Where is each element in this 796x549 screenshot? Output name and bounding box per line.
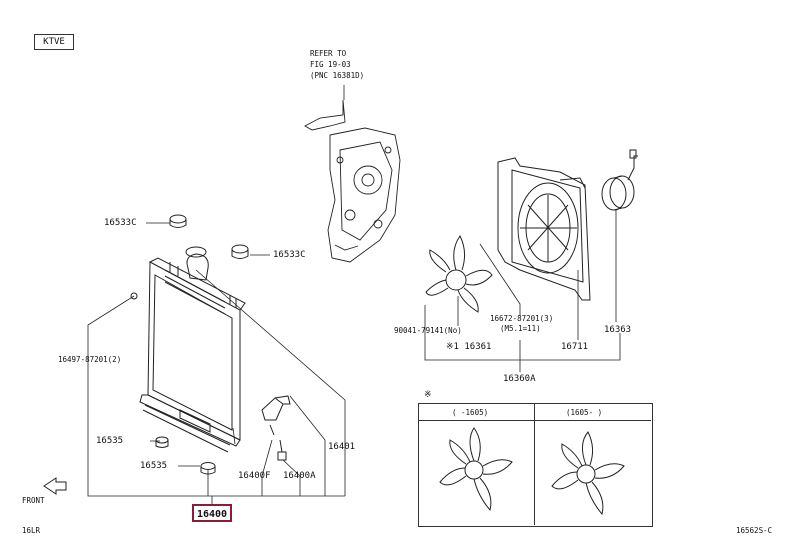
inset-fan-1 (439, 427, 513, 512)
part-label-screw[interactable]: 90041-79141(No) (394, 326, 462, 335)
radiator-drawing (139, 246, 246, 453)
part-label-cap-right[interactable]: 16533C (273, 250, 306, 260)
refer-note-line2: FIG 19-03 (310, 60, 351, 69)
inset-box (418, 403, 653, 527)
cap-upper-drawing (169, 214, 187, 228)
part-label-fan-assy[interactable]: 16360A (503, 374, 536, 384)
part-label-pipe[interactable]: 16401 (328, 442, 356, 452)
part-label-drain-f[interactable]: 16400F (238, 471, 271, 481)
front-label: FRONT (22, 496, 45, 505)
part-label-bolt2-line2: (M5.1=11) (500, 324, 541, 333)
cap-right-drawing (231, 244, 249, 259)
inset-col1-label: ( -1605) (452, 408, 489, 417)
part-label-cushion[interactable]: 16535 (140, 461, 168, 471)
footer-left: 16LR (22, 526, 41, 535)
front-arrow (43, 477, 67, 495)
part-label-plug[interactable]: 16535 (96, 436, 124, 446)
part-label-bolt[interactable]: 16497-87201(2) (58, 355, 122, 364)
part-label-shroud[interactable]: 16711 (561, 342, 589, 352)
inset-col2-label: (1605- ) (566, 408, 603, 417)
footer-right: 16562S-C (736, 526, 773, 535)
refer-note-line3[interactable]: (PNC 16381D) (310, 71, 365, 80)
part-label-bolt2-line1[interactable]: 16672-87201(3) (490, 314, 554, 323)
leader-lines (87, 85, 621, 504)
part-label-fan[interactable]: ※1 16361 (446, 342, 492, 352)
part-label-cap-upper[interactable]: 16533C (104, 218, 137, 228)
part-label-motor[interactable]: 16363 (604, 325, 632, 335)
inset-fan-2 (551, 431, 625, 516)
fan-motor-drawing (601, 149, 638, 211)
part-label-drain-a[interactable]: 16400A (283, 471, 316, 481)
drain-cock-drawing (261, 395, 291, 461)
refer-note-line1: REFER TO (310, 49, 347, 58)
fan-drawing (425, 235, 493, 313)
timing-cover-drawing (304, 99, 401, 263)
inset-header-line (418, 420, 651, 421)
inset-divider (534, 403, 535, 525)
inset-marker: ※ (424, 390, 432, 400)
fan-shroud-drawing (497, 157, 591, 301)
engine-code-tag: KTVE (34, 34, 74, 50)
part-label-radiator-highlighted[interactable]: 16400 (192, 504, 232, 522)
